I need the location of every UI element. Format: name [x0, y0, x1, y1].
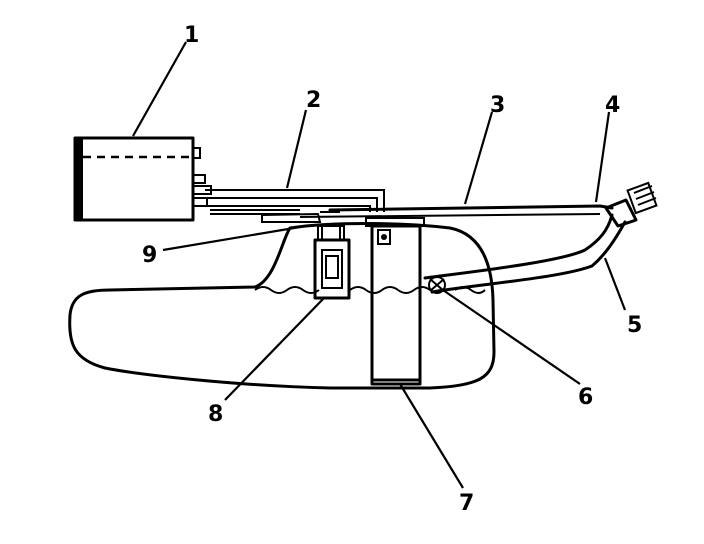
leader-5: [603, 257, 627, 311]
callout-2: 2: [306, 88, 321, 113]
leader-6: [439, 287, 581, 385]
leader-9: [162, 224, 307, 252]
callout-3: 3: [490, 93, 505, 118]
evap-canister: [73, 136, 212, 222]
leader-8: [224, 297, 325, 401]
fuel-tank: [68, 222, 496, 390]
vent-valve: [313, 225, 351, 300]
callout-9: 9: [142, 243, 157, 268]
leader-2: [285, 109, 308, 189]
leader-7: [399, 383, 464, 489]
callout-6: 6: [578, 385, 593, 410]
fuel-filler-neck: [423, 181, 658, 294]
tank-top-strap: [299, 213, 601, 218]
callout-7: 7: [459, 491, 474, 516]
vapor-line: [328, 204, 614, 212]
callout-8: 8: [208, 402, 223, 427]
leader-4: [594, 111, 611, 203]
callout-1: 1: [184, 23, 199, 48]
leader-3: [463, 111, 494, 205]
leader-1: [132, 41, 187, 137]
pressure-sensor: [261, 211, 340, 223]
callout-4: 4: [605, 93, 620, 118]
fuel-pump-module: [365, 217, 425, 386]
callout-5: 5: [627, 313, 642, 338]
